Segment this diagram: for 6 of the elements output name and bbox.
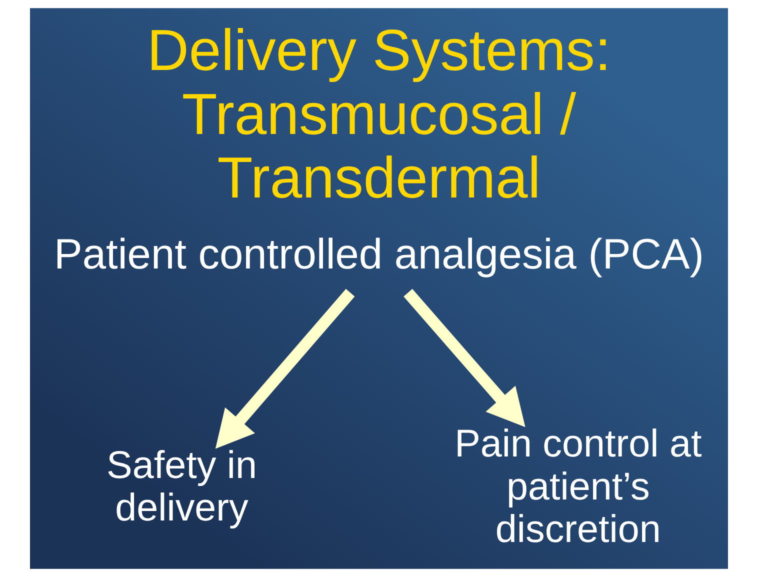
node-text: Safety in delivery xyxy=(106,444,256,530)
node-text: Patient controlled analgesia (PCA) xyxy=(54,230,704,278)
arrow xyxy=(214,288,354,449)
diagram-title: Delivery Systems: Transmucosal / Transdermal xyxy=(146,18,611,211)
arrow xyxy=(403,288,525,428)
node-text: Pain control at patient’s discretion xyxy=(454,422,702,551)
